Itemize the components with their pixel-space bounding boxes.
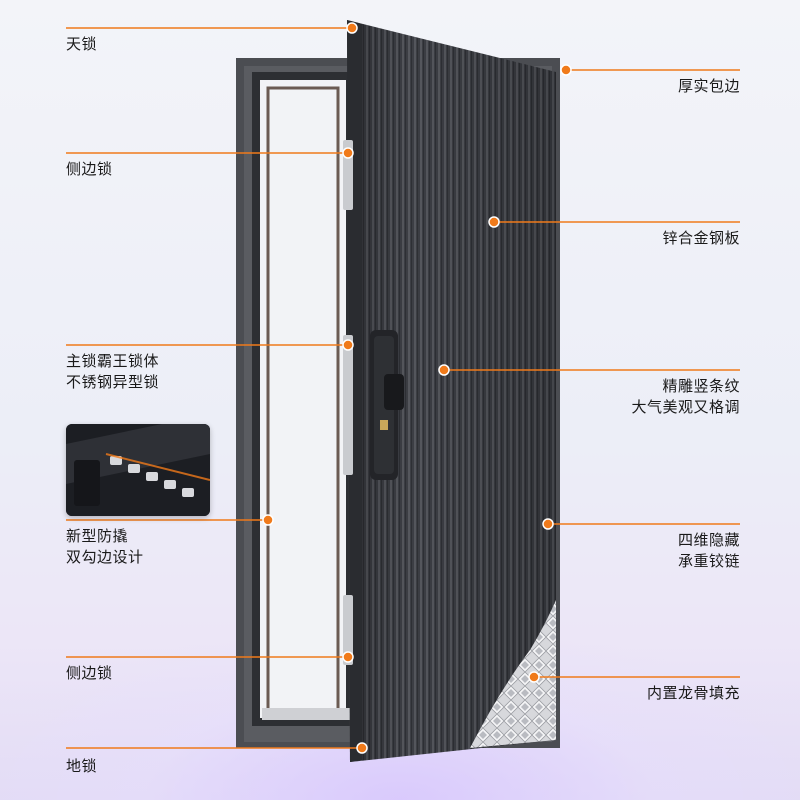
orange-dot-icon bbox=[438, 364, 450, 376]
lock-closeup-inset bbox=[66, 424, 210, 516]
label-anti-pry: 新型防撬 双勾边设计 bbox=[66, 527, 144, 566]
label-top-lock: 天锁 bbox=[66, 35, 98, 53]
orange-dot-icon bbox=[560, 64, 572, 76]
orange-dot-icon bbox=[488, 216, 500, 228]
orange-dot-icon bbox=[262, 514, 274, 526]
orange-dot-icon bbox=[542, 518, 554, 530]
orange-dot-icon bbox=[342, 651, 354, 663]
orange-dot-icon bbox=[528, 671, 540, 683]
orange-dot-icon bbox=[346, 22, 358, 34]
label-side-lock-upper: 侧边锁 bbox=[66, 160, 113, 178]
label-hidden-hinge: 四维隐藏 承重铰链 bbox=[677, 531, 740, 570]
label-side-lock-lower: 侧边锁 bbox=[66, 664, 113, 682]
label-keel-filling: 内置龙骨填充 bbox=[646, 684, 740, 702]
label-floor-lock: 地锁 bbox=[66, 757, 98, 775]
label-zinc-alloy-panel: 锌合金钢板 bbox=[662, 229, 740, 247]
callout-lines bbox=[66, 27, 740, 749]
lock-closeup-icon bbox=[66, 424, 210, 516]
orange-dot-icon bbox=[342, 147, 354, 159]
label-vertical-texture: 精雕竖条纹 大气美观又格调 bbox=[631, 377, 740, 416]
orange-dot-icon bbox=[342, 339, 354, 351]
orange-dot-icon bbox=[356, 742, 368, 754]
label-main-lock: 主锁霸王锁体 不锈钢异型锁 bbox=[66, 352, 160, 391]
label-thick-edging: 厚实包边 bbox=[677, 77, 740, 95]
door-handle bbox=[370, 330, 404, 480]
